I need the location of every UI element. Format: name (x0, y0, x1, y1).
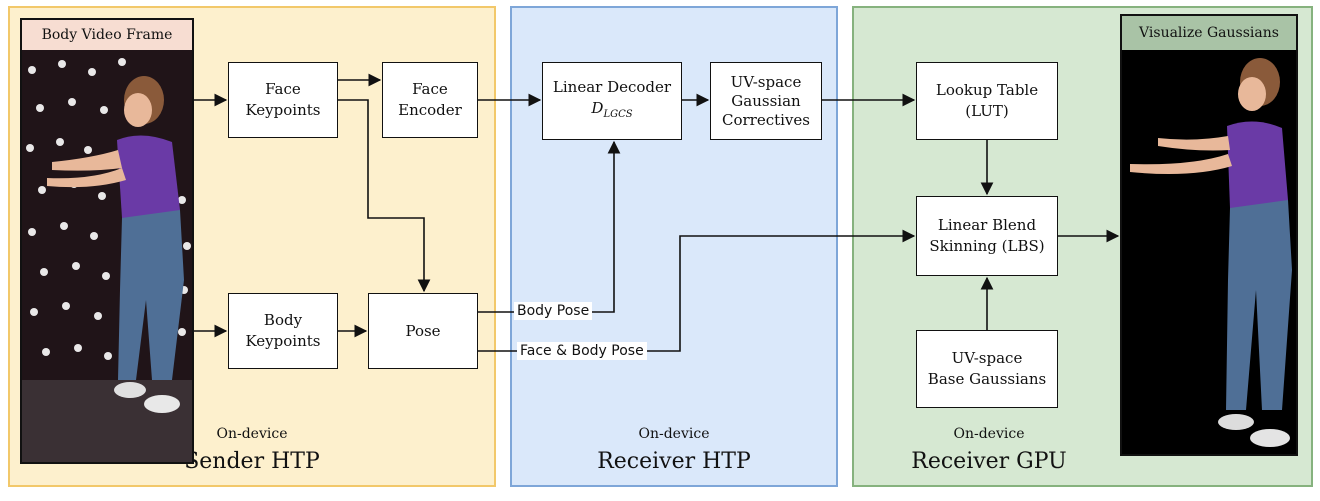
visualize-gaussians-frame: Visualize Gaussians (1120, 14, 1298, 456)
receiver-htp-device-caption: On-device (638, 426, 710, 442)
body-video-frame-title: Body Video Frame (22, 20, 192, 50)
edge-face-keypoints-to-pose (338, 99, 431, 293)
body-pose-edge-label: Body Pose (514, 302, 593, 320)
sender-title: Sender HTP (184, 449, 320, 474)
receiver-htp-title: Receiver HTP (597, 449, 751, 474)
body-video-image (22, 50, 192, 462)
gaussian-render-image (1122, 50, 1296, 454)
edge-pose-to-lbs (478, 229, 916, 352)
sender-device-caption: On-device (216, 426, 288, 442)
pose-box: Pose (368, 293, 478, 369)
body-video-frame: Body Video Frame (20, 18, 194, 464)
edge-pose-to-decoder (478, 140, 621, 313)
receiver-gpu-device-caption: On-device (953, 426, 1025, 442)
receiver-gpu-title: Receiver GPU (911, 449, 1067, 474)
visualize-gaussians-title: Visualize Gaussians (1122, 16, 1296, 50)
linear-decoder-box: Linear Decoder DLGCS (542, 62, 682, 140)
lookup-table-box: Lookup Table(LUT) (916, 62, 1058, 140)
face-body-pose-edge-label: Face & Body Pose (517, 342, 647, 360)
